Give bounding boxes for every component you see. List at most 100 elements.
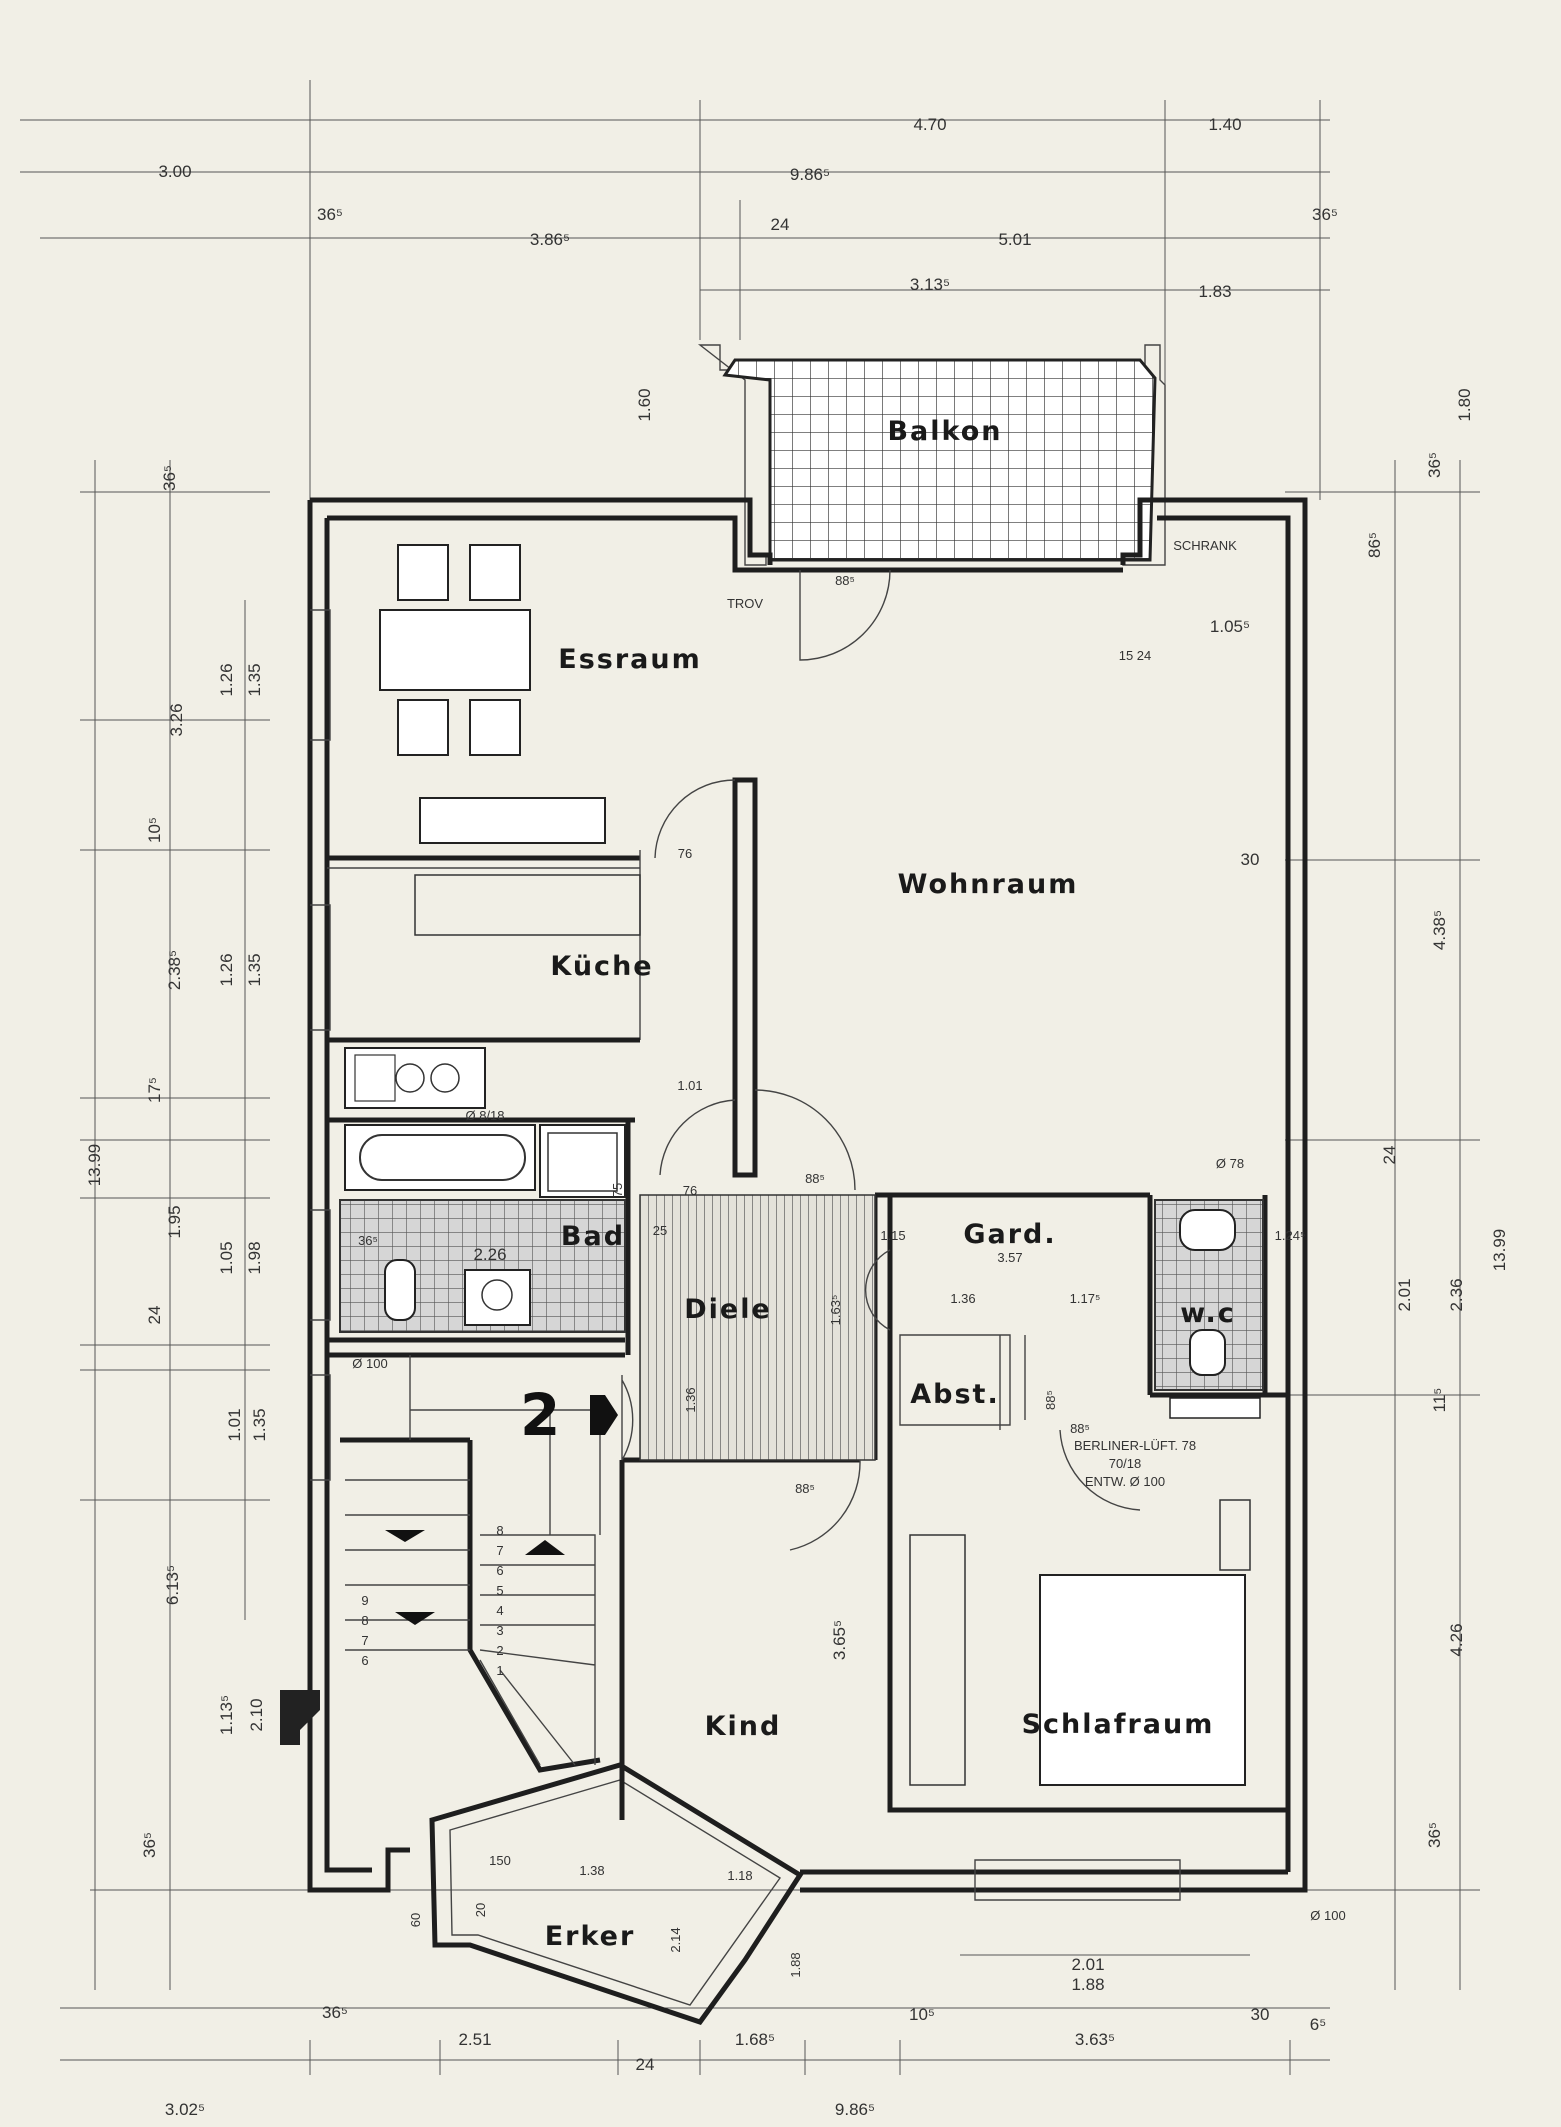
svg-text:1.26: 1.26 <box>217 953 236 986</box>
svg-text:2.01: 2.01 <box>1395 1278 1414 1311</box>
svg-text:76: 76 <box>683 1183 697 1198</box>
svg-text:5.01: 5.01 <box>998 230 1031 249</box>
svg-text:Ø 100: Ø 100 <box>352 1356 387 1371</box>
svg-text:86⁵: 86⁵ <box>1365 532 1384 558</box>
svg-text:3.13⁵: 3.13⁵ <box>910 275 950 294</box>
svg-text:1.24⁵: 1.24⁵ <box>1275 1228 1306 1243</box>
svg-text:1.36: 1.36 <box>683 1387 698 1412</box>
svg-text:1.38: 1.38 <box>579 1863 604 1878</box>
svg-text:11⁵: 11⁵ <box>1430 1388 1449 1413</box>
dimensions-inner: 88⁵ 1.05⁵ 15 24 76 30 1.01 76 88⁵ 2.26 3… <box>358 573 1305 1978</box>
svg-text:4.26: 4.26 <box>1447 1623 1466 1656</box>
svg-text:24: 24 <box>636 2055 655 2074</box>
svg-text:1.26: 1.26 <box>217 663 236 696</box>
svg-text:88⁵: 88⁵ <box>1070 1421 1090 1436</box>
svg-text:1.80: 1.80 <box>1455 388 1474 421</box>
svg-text:1.01: 1.01 <box>677 1078 702 1093</box>
svg-text:1.63⁵: 1.63⁵ <box>828 1295 843 1326</box>
hallway-floor <box>639 1194 876 1461</box>
svg-text:TROV: TROV <box>727 596 763 611</box>
svg-text:76: 76 <box>678 846 692 861</box>
svg-text:10⁵: 10⁵ <box>909 2005 935 2024</box>
svg-text:3.00: 3.00 <box>158 162 191 181</box>
room-essraum: Essraum <box>558 644 701 675</box>
svg-text:15 24: 15 24 <box>1119 648 1152 663</box>
room-erker: Erker <box>545 1921 636 1952</box>
svg-text:6: 6 <box>496 1563 503 1578</box>
svg-text:3.63⁵: 3.63⁵ <box>1075 2030 1115 2049</box>
svg-text:30: 30 <box>1241 850 1260 869</box>
wc-fixtures <box>1169 1209 1261 1419</box>
svg-text:88⁵: 88⁵ <box>795 1481 815 1496</box>
room-kueche: Küche <box>550 951 653 982</box>
svg-text:2.01: 2.01 <box>1071 1955 1104 1974</box>
dimensions-right: 13.99 36⁵ 86⁵ 4.38⁵ 24 2.01 2.36 11⁵ 4.2… <box>1365 452 1509 1848</box>
room-schlafraum: Schlafraum <box>1022 1709 1215 1740</box>
svg-text:36⁵: 36⁵ <box>358 1233 378 1248</box>
svg-text:36⁵: 36⁵ <box>1425 452 1444 478</box>
svg-text:75: 75 <box>610 1183 625 1197</box>
svg-text:2.38⁵: 2.38⁵ <box>165 950 184 990</box>
room-balkon: Balkon <box>887 416 1002 447</box>
svg-text:3.02⁵: 3.02⁵ <box>165 2100 205 2119</box>
room-abst: Abst. <box>910 1379 999 1410</box>
svg-text:3.57: 3.57 <box>997 1250 1022 1265</box>
bathroom-area <box>339 1124 626 1333</box>
svg-text:6.13⁵: 6.13⁵ <box>163 1565 182 1605</box>
dimensions-top: 3.00 9.86⁵ 4.70 1.40 36⁵ 3.86⁵ 24 5.01 3… <box>158 115 1474 422</box>
room-wohnraum: Wohnraum <box>898 869 1079 900</box>
svg-text:17⁵: 17⁵ <box>145 1077 164 1103</box>
staircase <box>280 1355 601 1773</box>
svg-text:7: 7 <box>361 1633 368 1648</box>
svg-text:7: 7 <box>496 1543 503 1558</box>
svg-text:36⁵: 36⁵ <box>140 1832 159 1858</box>
room-diele: Diele <box>684 1294 772 1325</box>
svg-text:3.86⁵: 3.86⁵ <box>530 230 570 249</box>
door-swings <box>621 569 1141 1551</box>
svg-text:36⁵: 36⁵ <box>322 2003 348 2022</box>
svg-text:1.68⁵: 1.68⁵ <box>735 2030 775 2049</box>
svg-text:1.88: 1.88 <box>1071 1975 1104 1994</box>
svg-text:25: 25 <box>653 1223 667 1238</box>
svg-text:24: 24 <box>771 215 790 234</box>
svg-text:3.65⁵: 3.65⁵ <box>830 1620 849 1660</box>
balcony <box>697 344 1166 566</box>
svg-text:70/18: 70/18 <box>1109 1456 1142 1471</box>
svg-text:88⁵: 88⁵ <box>805 1171 825 1186</box>
svg-text:1.35: 1.35 <box>245 953 264 986</box>
kitchen-fixtures <box>344 874 641 1109</box>
bedroom-furniture <box>909 1499 1251 1786</box>
svg-text:1.13⁵: 1.13⁵ <box>217 1695 236 1735</box>
dimensions-bottom: 36⁵ 2.51 24 1.68⁵ 10⁵ 3.63⁵ 30 6⁵ 3.02⁵ … <box>165 1955 1326 2119</box>
svg-text:24: 24 <box>145 1306 164 1325</box>
svg-text:1.35: 1.35 <box>250 1408 269 1441</box>
svg-text:2.26: 2.26 <box>473 1245 506 1264</box>
svg-text:8: 8 <box>361 1613 368 1628</box>
svg-text:4: 4 <box>496 1603 503 1618</box>
svg-text:1.35: 1.35 <box>245 663 264 696</box>
dimensions-left: 13.99 36⁵ 3.26 1.26 1.35 10⁵ 2.38⁵ 1.26 … <box>85 465 269 1858</box>
svg-text:2.36: 2.36 <box>1447 1278 1466 1311</box>
room-gard: Gard. <box>963 1219 1056 1250</box>
svg-text:1.01: 1.01 <box>225 1408 244 1441</box>
svg-text:150: 150 <box>489 1853 511 1868</box>
dimension-lines <box>20 80 1480 2075</box>
svg-text:3.26: 3.26 <box>167 703 186 736</box>
svg-text:3: 3 <box>496 1623 503 1638</box>
svg-text:13.99: 13.99 <box>85 1144 104 1187</box>
room-bad: Bad <box>561 1221 625 1252</box>
svg-text:ENTW. Ø 100: ENTW. Ø 100 <box>1085 1474 1165 1489</box>
svg-text:SCHRANK: SCHRANK <box>1173 538 1237 553</box>
svg-text:36⁵: 36⁵ <box>317 205 343 224</box>
svg-text:6⁵: 6⁵ <box>1310 2015 1327 2034</box>
svg-text:2.10: 2.10 <box>247 1698 266 1731</box>
svg-text:9: 9 <box>361 1593 368 1608</box>
svg-text:1: 1 <box>496 1663 503 1678</box>
svg-text:4.70: 4.70 <box>913 115 946 134</box>
svg-text:Ø 78: Ø 78 <box>1216 1156 1244 1171</box>
svg-text:1.83: 1.83 <box>1198 282 1231 301</box>
svg-text:1.95: 1.95 <box>165 1205 184 1238</box>
svg-text:2.14: 2.14 <box>668 1927 683 1952</box>
room-kind: Kind <box>705 1711 782 1742</box>
svg-text:5: 5 <box>496 1583 503 1598</box>
